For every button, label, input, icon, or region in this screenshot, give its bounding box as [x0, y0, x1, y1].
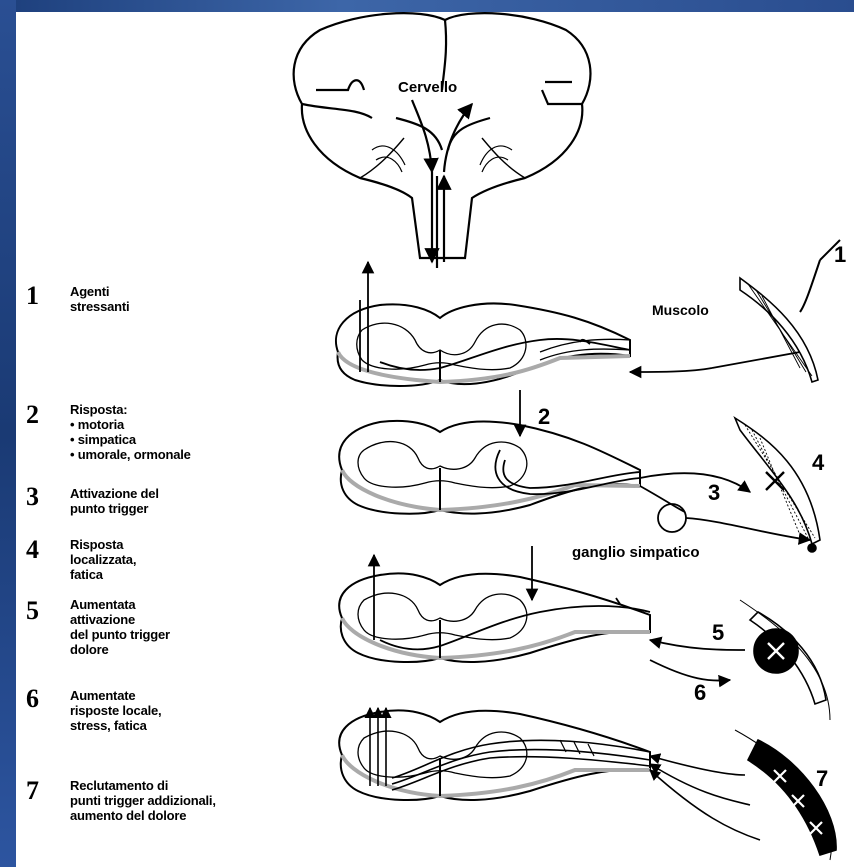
callout-7: 7 [816, 766, 828, 791]
spinal-section-3 [339, 573, 650, 662]
brain-arrows [412, 100, 472, 268]
callout-2: 2 [538, 404, 550, 429]
callout-3: 3 [708, 480, 720, 505]
muscle-label: Muscolo [652, 302, 709, 318]
callout-1: 1 [834, 242, 846, 267]
muscle-4 [735, 730, 836, 860]
muscle-2 [735, 418, 820, 552]
spinal-section-2 [339, 421, 640, 514]
brain-label: Cervello [398, 79, 457, 96]
ganglion-label: ganglio simpatico [572, 544, 700, 561]
callout-5: 5 [712, 620, 724, 645]
callout-4: 4 [812, 450, 825, 475]
brain-illustration [294, 13, 591, 258]
spinal-section-1 [336, 303, 630, 386]
callout-6: 6 [694, 680, 706, 705]
muscle-3 [740, 600, 830, 720]
